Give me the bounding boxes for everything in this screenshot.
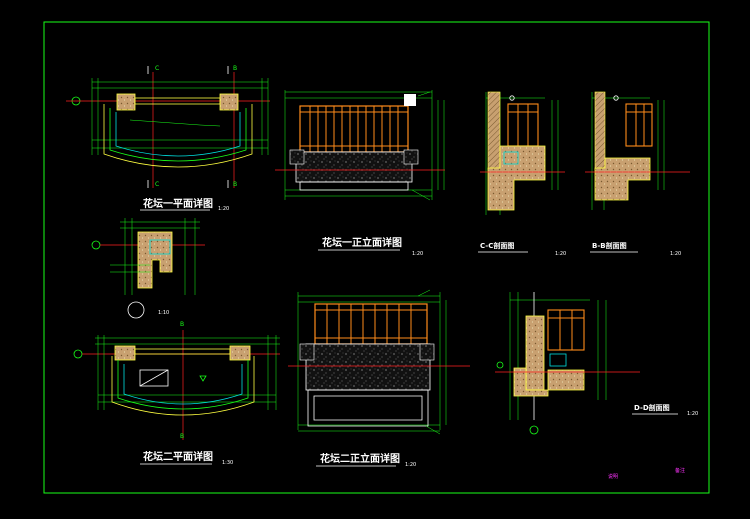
footer-note-right: 备注	[675, 467, 685, 474]
flower-bed-1-elevation: 花坛一正立面详图 1:20	[275, 90, 445, 257]
title-section-d-d: D-D剖面图	[634, 403, 670, 412]
scale-detail: 1:10	[158, 310, 169, 316]
section-mark-b-bottom: B	[233, 181, 237, 188]
drawing-frame	[43, 21, 710, 494]
title-plan-2: 花坛二平面详图	[143, 450, 213, 463]
section-mark-b-plan2-top: B	[180, 321, 184, 328]
section-mark-b-plan2-bottom: B	[180, 433, 184, 440]
scale-section-b-b: 1:20	[670, 251, 681, 257]
title-elevation-1: 花坛一正立面详图	[322, 236, 402, 249]
scale-section-c-c: 1:20	[555, 251, 566, 257]
section-mark-c-top: C	[155, 65, 159, 72]
scale-section-d-d: 1:20	[687, 411, 698, 417]
flower-bed-2-plan: B B 花坛二平面详图 1:30	[73, 321, 280, 466]
section-mark-b-top: B	[233, 65, 237, 72]
scale-plan-2: 1:30	[222, 460, 233, 466]
section-c-c: C-C剖面图 1:20	[478, 91, 566, 257]
scale-elevation-2: 1:20	[405, 462, 416, 468]
footer-note-left: 说明	[608, 473, 618, 480]
title-plan-1: 花坛一平面详图	[143, 197, 213, 210]
flower-bed-1-plan: C C B B 花坛一平面详图 1:20	[66, 65, 270, 212]
title-section-c-c: C-C剖面图	[480, 241, 514, 250]
section-d-d: D-D剖面图 1:20	[495, 292, 698, 435]
scale-elevation-1: 1:20	[412, 251, 423, 257]
title-elevation-2: 花坛二正立面详图	[320, 452, 400, 465]
section-mark-c-bottom: C	[155, 181, 159, 188]
pillar-detail: 1:10	[91, 218, 205, 319]
title-section-b-b: B-B剖面图	[592, 241, 627, 250]
section-b-b: B-B剖面图 1:20	[585, 91, 690, 257]
flower-bed-2-elevation: 花坛二正立面详图 1:20	[288, 289, 470, 468]
scale-plan-1: 1:20	[218, 206, 229, 212]
